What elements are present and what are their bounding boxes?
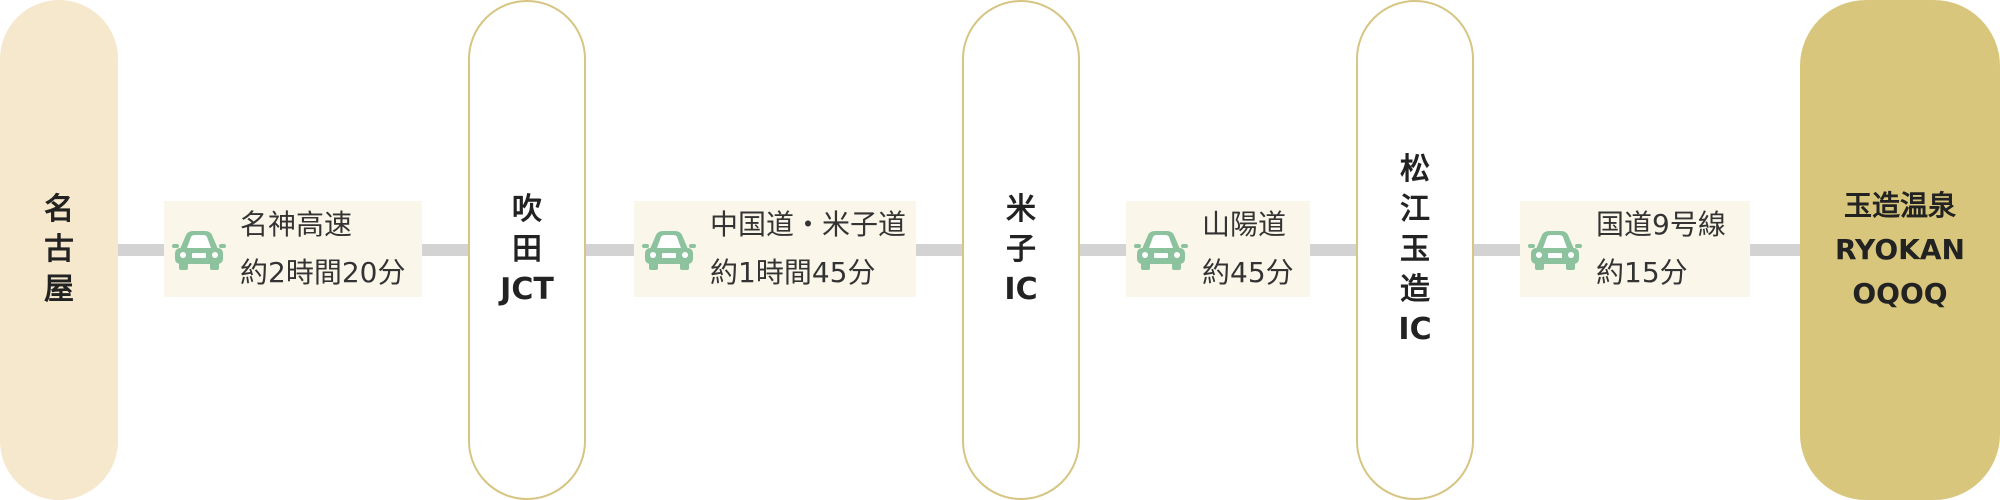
node-char: 造: [1400, 272, 1430, 307]
route-text: 山陽道 約45分: [1202, 201, 1294, 297]
node-label: 名 古 屋: [44, 190, 74, 310]
node-char: 屋: [44, 272, 74, 307]
node-char: 江: [1400, 192, 1430, 227]
route-text: 中国道・米子道 約1時間45分: [710, 201, 906, 297]
route-segment-sanyo: 山陽道 約45分: [1126, 201, 1310, 297]
route-road: 名神高速: [240, 208, 353, 241]
route-segment-route9: 国道9号線 約15分: [1520, 201, 1750, 297]
route-time: 約45分: [1202, 256, 1294, 289]
car-icon: [642, 231, 696, 270]
node-suita-jct: 吹 田 JCT: [468, 0, 586, 500]
node-destination-ryokan: 玉造温泉 RYOKAN OQOQ: [1800, 0, 2000, 500]
route-text: 国道9号線 約15分: [1596, 201, 1726, 297]
route-road: 山陽道: [1202, 208, 1287, 241]
route-segment-chugoku-yonago: 中国道・米子道 約1時間45分: [634, 201, 916, 297]
node-char: 子: [1006, 232, 1036, 267]
node-char: JCT: [500, 272, 554, 307]
route-time: 約1時間45分: [710, 256, 876, 289]
route-road: 国道9号線: [1596, 208, 1726, 241]
car-icon: [1528, 231, 1582, 270]
route-road: 中国道・米子道: [710, 208, 907, 241]
destination-line: 玉造温泉: [1843, 189, 1956, 222]
destination-line: RYOKAN: [1835, 233, 1965, 266]
node-char: 松: [1400, 152, 1430, 187]
node-char: 米: [1006, 192, 1036, 227]
node-label: 松 江 玉 造 IC: [1398, 150, 1431, 350]
node-char: 名: [44, 192, 74, 227]
node-matsue-tamatsukuri-ic: 松 江 玉 造 IC: [1356, 0, 1474, 500]
route-time: 約2時間20分: [240, 256, 406, 289]
node-char: IC: [1398, 312, 1432, 347]
node-char: 田: [512, 232, 542, 267]
node-label: 米 子 IC: [1004, 190, 1037, 310]
node-label: 吹 田 JCT: [500, 190, 554, 310]
car-icon: [1134, 231, 1188, 270]
route-time: 約15分: [1596, 256, 1688, 289]
node-nagoya: 名 古 屋: [0, 0, 118, 500]
route-text: 名神高速 約2時間20分: [240, 201, 405, 297]
destination-line: OQOQ: [1852, 277, 1948, 310]
car-icon: [172, 231, 226, 270]
node-char: 古: [44, 232, 74, 267]
node-label: 玉造温泉 RYOKAN OQOQ: [1835, 184, 1965, 316]
node-char: 吹: [512, 192, 542, 227]
node-char: IC: [1004, 272, 1038, 307]
route-segment-meishin: 名神高速 約2時間20分: [164, 201, 422, 297]
node-yonago-ic: 米 子 IC: [962, 0, 1080, 500]
node-char: 玉: [1400, 232, 1430, 267]
